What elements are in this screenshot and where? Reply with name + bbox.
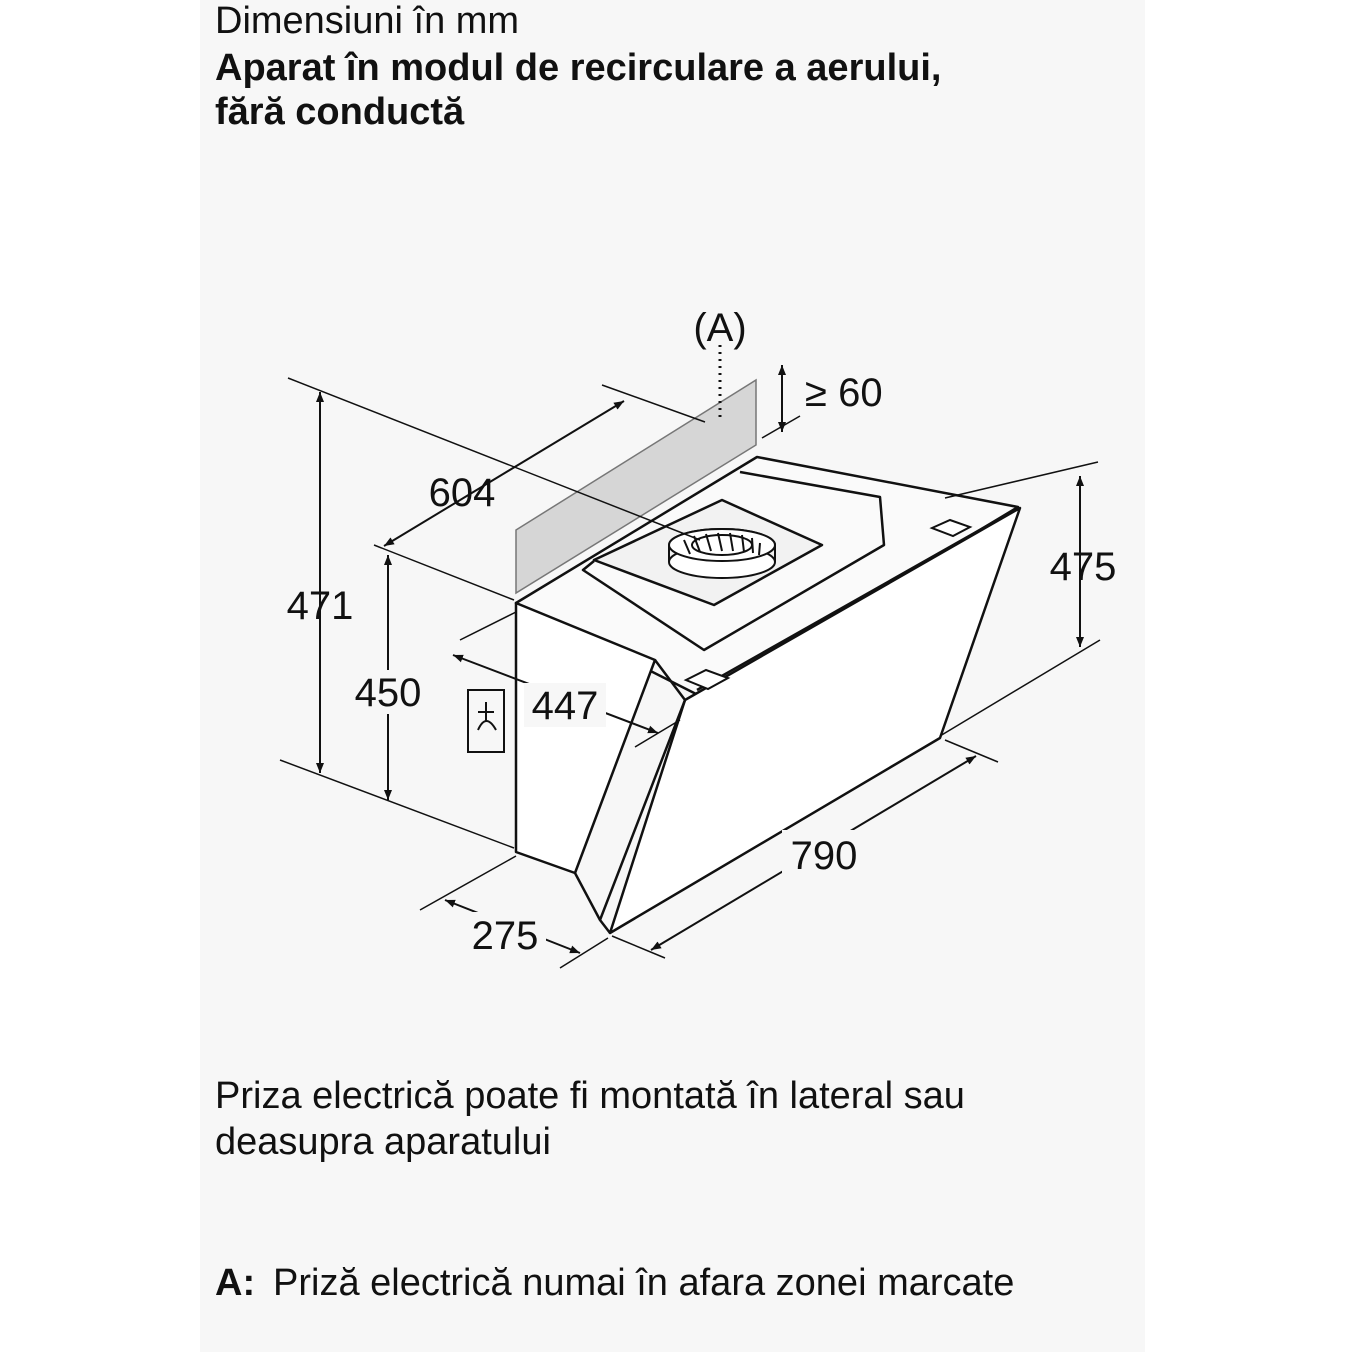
dim-clearance-label: ≥ 60 [805,371,883,415]
title-line-1: Aparat în modul de recirculare a aerului… [215,47,942,89]
units-caption: Dimensiuni în mm [215,0,520,42]
title-line-2: fără conductă [215,91,465,133]
dim-right-height-label: 475 [1050,545,1117,589]
socket-note-line-2: deasupra aparatului [215,1121,551,1163]
zone-A-label: (A) [693,306,746,350]
dim-line-width-top [383,400,625,547]
legend-key: A: [215,1262,256,1304]
dim-total-height-label: 471 [287,584,354,628]
dim-depth-mid-label: 447 [532,684,599,728]
dim-width-top-label: 604 [429,471,496,515]
page-title: Aparat în modul de recirculare a aerului… [215,46,941,134]
legend-text: Priză electrică numai în afara zonei mar… [273,1262,1015,1304]
dim-body-height-label: 450 [355,671,422,715]
socket-note: Priza electrică poate fi montată în late… [215,1073,965,1165]
dim-length-label: 790 [791,834,858,878]
mounting-clips [683,518,973,691]
socket-icon [467,689,505,753]
dim-depth-bottom-label: 275 [472,914,539,958]
socket-note-line-1: Priza electrică poate fi montată în late… [215,1075,965,1117]
fan-icon [668,528,776,579]
